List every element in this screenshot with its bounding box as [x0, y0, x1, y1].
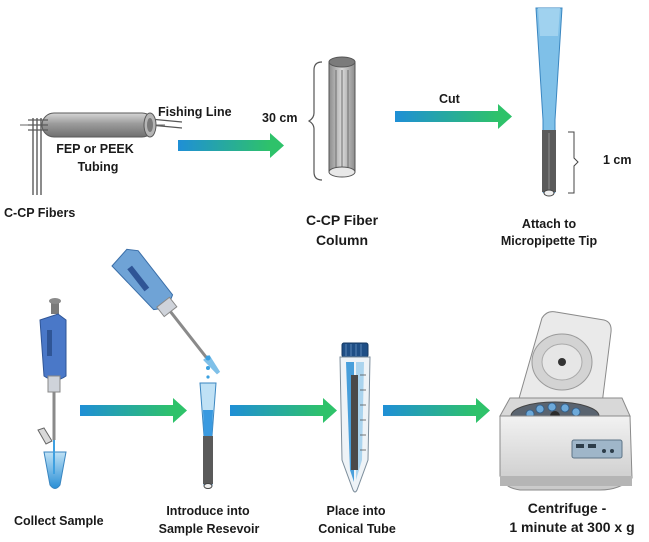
arrow-5 [383, 398, 490, 423]
arrow-4 [230, 398, 337, 423]
label-cut: Cut [439, 92, 460, 106]
micropipette-tip-icon [535, 7, 579, 197]
label-place-line1: Place into [326, 504, 386, 518]
tubing-icon [20, 112, 183, 195]
label-fishing-line: Fishing Line [158, 105, 232, 119]
arrow-3 [80, 398, 187, 423]
label-centrifuge-line1: Centrifuge - [527, 500, 607, 516]
label-attach-line1: Attach to [521, 217, 577, 231]
arrow-1 [178, 133, 284, 158]
label-30cm: 30 cm [262, 111, 298, 125]
label-column-line1: C-CP Fiber [305, 212, 379, 228]
fiber-column-icon [307, 56, 356, 181]
pipette-dispensing-icon [111, 248, 221, 379]
conical-tube-icon [339, 342, 371, 493]
centrifuge-icon [499, 311, 633, 491]
label-1cm: 1 cm [603, 153, 632, 167]
label-tubing-line1: FEP or PEEK [56, 142, 134, 156]
label-tubing-line2: Tubing [77, 160, 119, 174]
label-column-line2: Column [315, 232, 369, 248]
label-attach-line2: Micropipette Tip [500, 234, 598, 248]
arrow-2 [395, 104, 512, 129]
pipette-icon [37, 298, 67, 489]
label-cp-fibers: C-CP Fibers [4, 206, 76, 220]
label-centrifuge-line2: 1 minute at 300 x g [509, 519, 635, 535]
label-introduce-line2: Sample Resevoir [158, 522, 260, 536]
label-introduce-line1: Introduce into [166, 504, 250, 518]
label-place-line2: Conical Tube [318, 522, 396, 536]
label-collect-sample: Collect Sample [14, 514, 104, 528]
sample-reservoir-icon [199, 382, 217, 489]
